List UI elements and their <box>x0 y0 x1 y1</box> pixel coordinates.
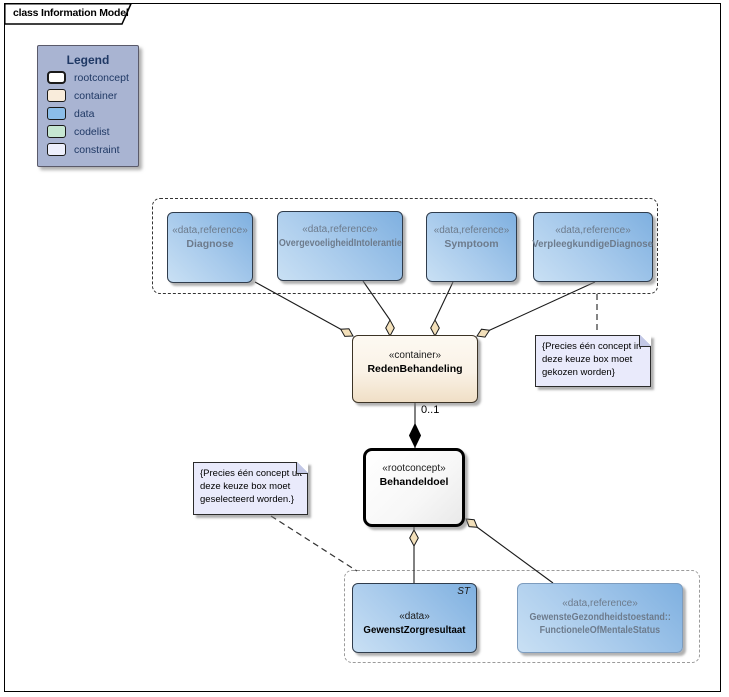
class-name: Diagnose <box>186 238 234 250</box>
legend-item-label: container <box>74 89 118 102</box>
class-name: VerpleegkundigeDiagnose <box>532 238 654 250</box>
choice-box-reden-behandeling[interactable] <box>152 198 658 294</box>
class-stereotype: «data,reference» <box>555 225 631 236</box>
multiplicity-label: 0..1 <box>421 404 440 416</box>
diagram-frame <box>4 3 721 692</box>
class-gewenste-gezondheidstoestand[interactable]: «data,reference» GewensteGezondheidstoes… <box>517 583 683 653</box>
class-gewenst-zorgresultaat[interactable]: ST «data» GewenstZorgresultaat <box>352 583 477 653</box>
legend-item-container: container <box>47 88 138 103</box>
class-stereotype: «data,reference» <box>172 225 248 236</box>
legend: Legend rootconcept container data codeli… <box>37 45 139 167</box>
class-name: Symptoom <box>444 238 499 250</box>
legend-item-rootconcept: rootconcept <box>47 70 138 85</box>
class-name: FunctioneleOfMentaleStatus <box>539 624 661 636</box>
class-overgevoeligheid-intolerantie[interactable]: «data,reference» OvergevoeligheidIntoler… <box>277 211 403 281</box>
rootconcept-swatch <box>47 71 66 84</box>
class-behandeldoel[interactable]: «rootconcept» Behandeldoel <box>363 448 465 527</box>
legend-item-label: data <box>74 107 95 120</box>
frame-title: class Information Model <box>13 7 129 19</box>
class-stereotype: «data» <box>399 611 430 622</box>
class-stereotype: «data,reference» <box>433 225 510 236</box>
class-name: GewenstZorgresultaat <box>363 624 466 636</box>
class-symptoom[interactable]: «data,reference» Symptoom <box>426 212 517 282</box>
legend-item-label: constraint <box>74 143 120 156</box>
class-name: RedenBehandeling <box>367 363 463 375</box>
legend-item-label: rootconcept <box>74 71 129 84</box>
class-stereotype: «data,reference» <box>302 224 378 235</box>
legend-item-data: data <box>47 106 138 121</box>
container-swatch <box>47 89 66 102</box>
class-stereotype: «rootconcept» <box>382 463 446 474</box>
constraint-swatch <box>47 143 66 156</box>
codelist-swatch <box>47 125 66 138</box>
class-stereotype: «container» <box>388 350 442 361</box>
data-swatch <box>47 107 66 120</box>
st-type-tag: ST <box>457 586 470 597</box>
class-stereotype: «data,reference» <box>562 598 638 609</box>
class-reden-behandeling[interactable]: «container» RedenBehandeling <box>352 335 478 403</box>
legend-item-constraint: constraint <box>47 142 138 157</box>
note-keuze-top[interactable]: {Precies één concept in deze keuze box m… <box>535 335 651 387</box>
class-name: Behandeldoel <box>379 476 449 488</box>
legend-item-label: codelist <box>74 125 110 138</box>
legend-title: Legend <box>66 53 110 67</box>
class-diagnose[interactable]: «data,reference» Diagnose <box>167 212 253 283</box>
class-name: OvergevoeligheidIntolerantie <box>278 237 402 249</box>
note-keuze-bottom[interactable]: {Precies één concept uit deze keuze box … <box>193 462 308 515</box>
class-verpleegkundige-diagnose[interactable]: «data,reference» VerpleegkundigeDiagnose <box>533 212 653 282</box>
frame-title-tab <box>4 3 133 25</box>
class-name: GewensteGezondheidstoestand:: <box>529 611 671 623</box>
legend-item-codelist: codelist <box>47 124 138 139</box>
